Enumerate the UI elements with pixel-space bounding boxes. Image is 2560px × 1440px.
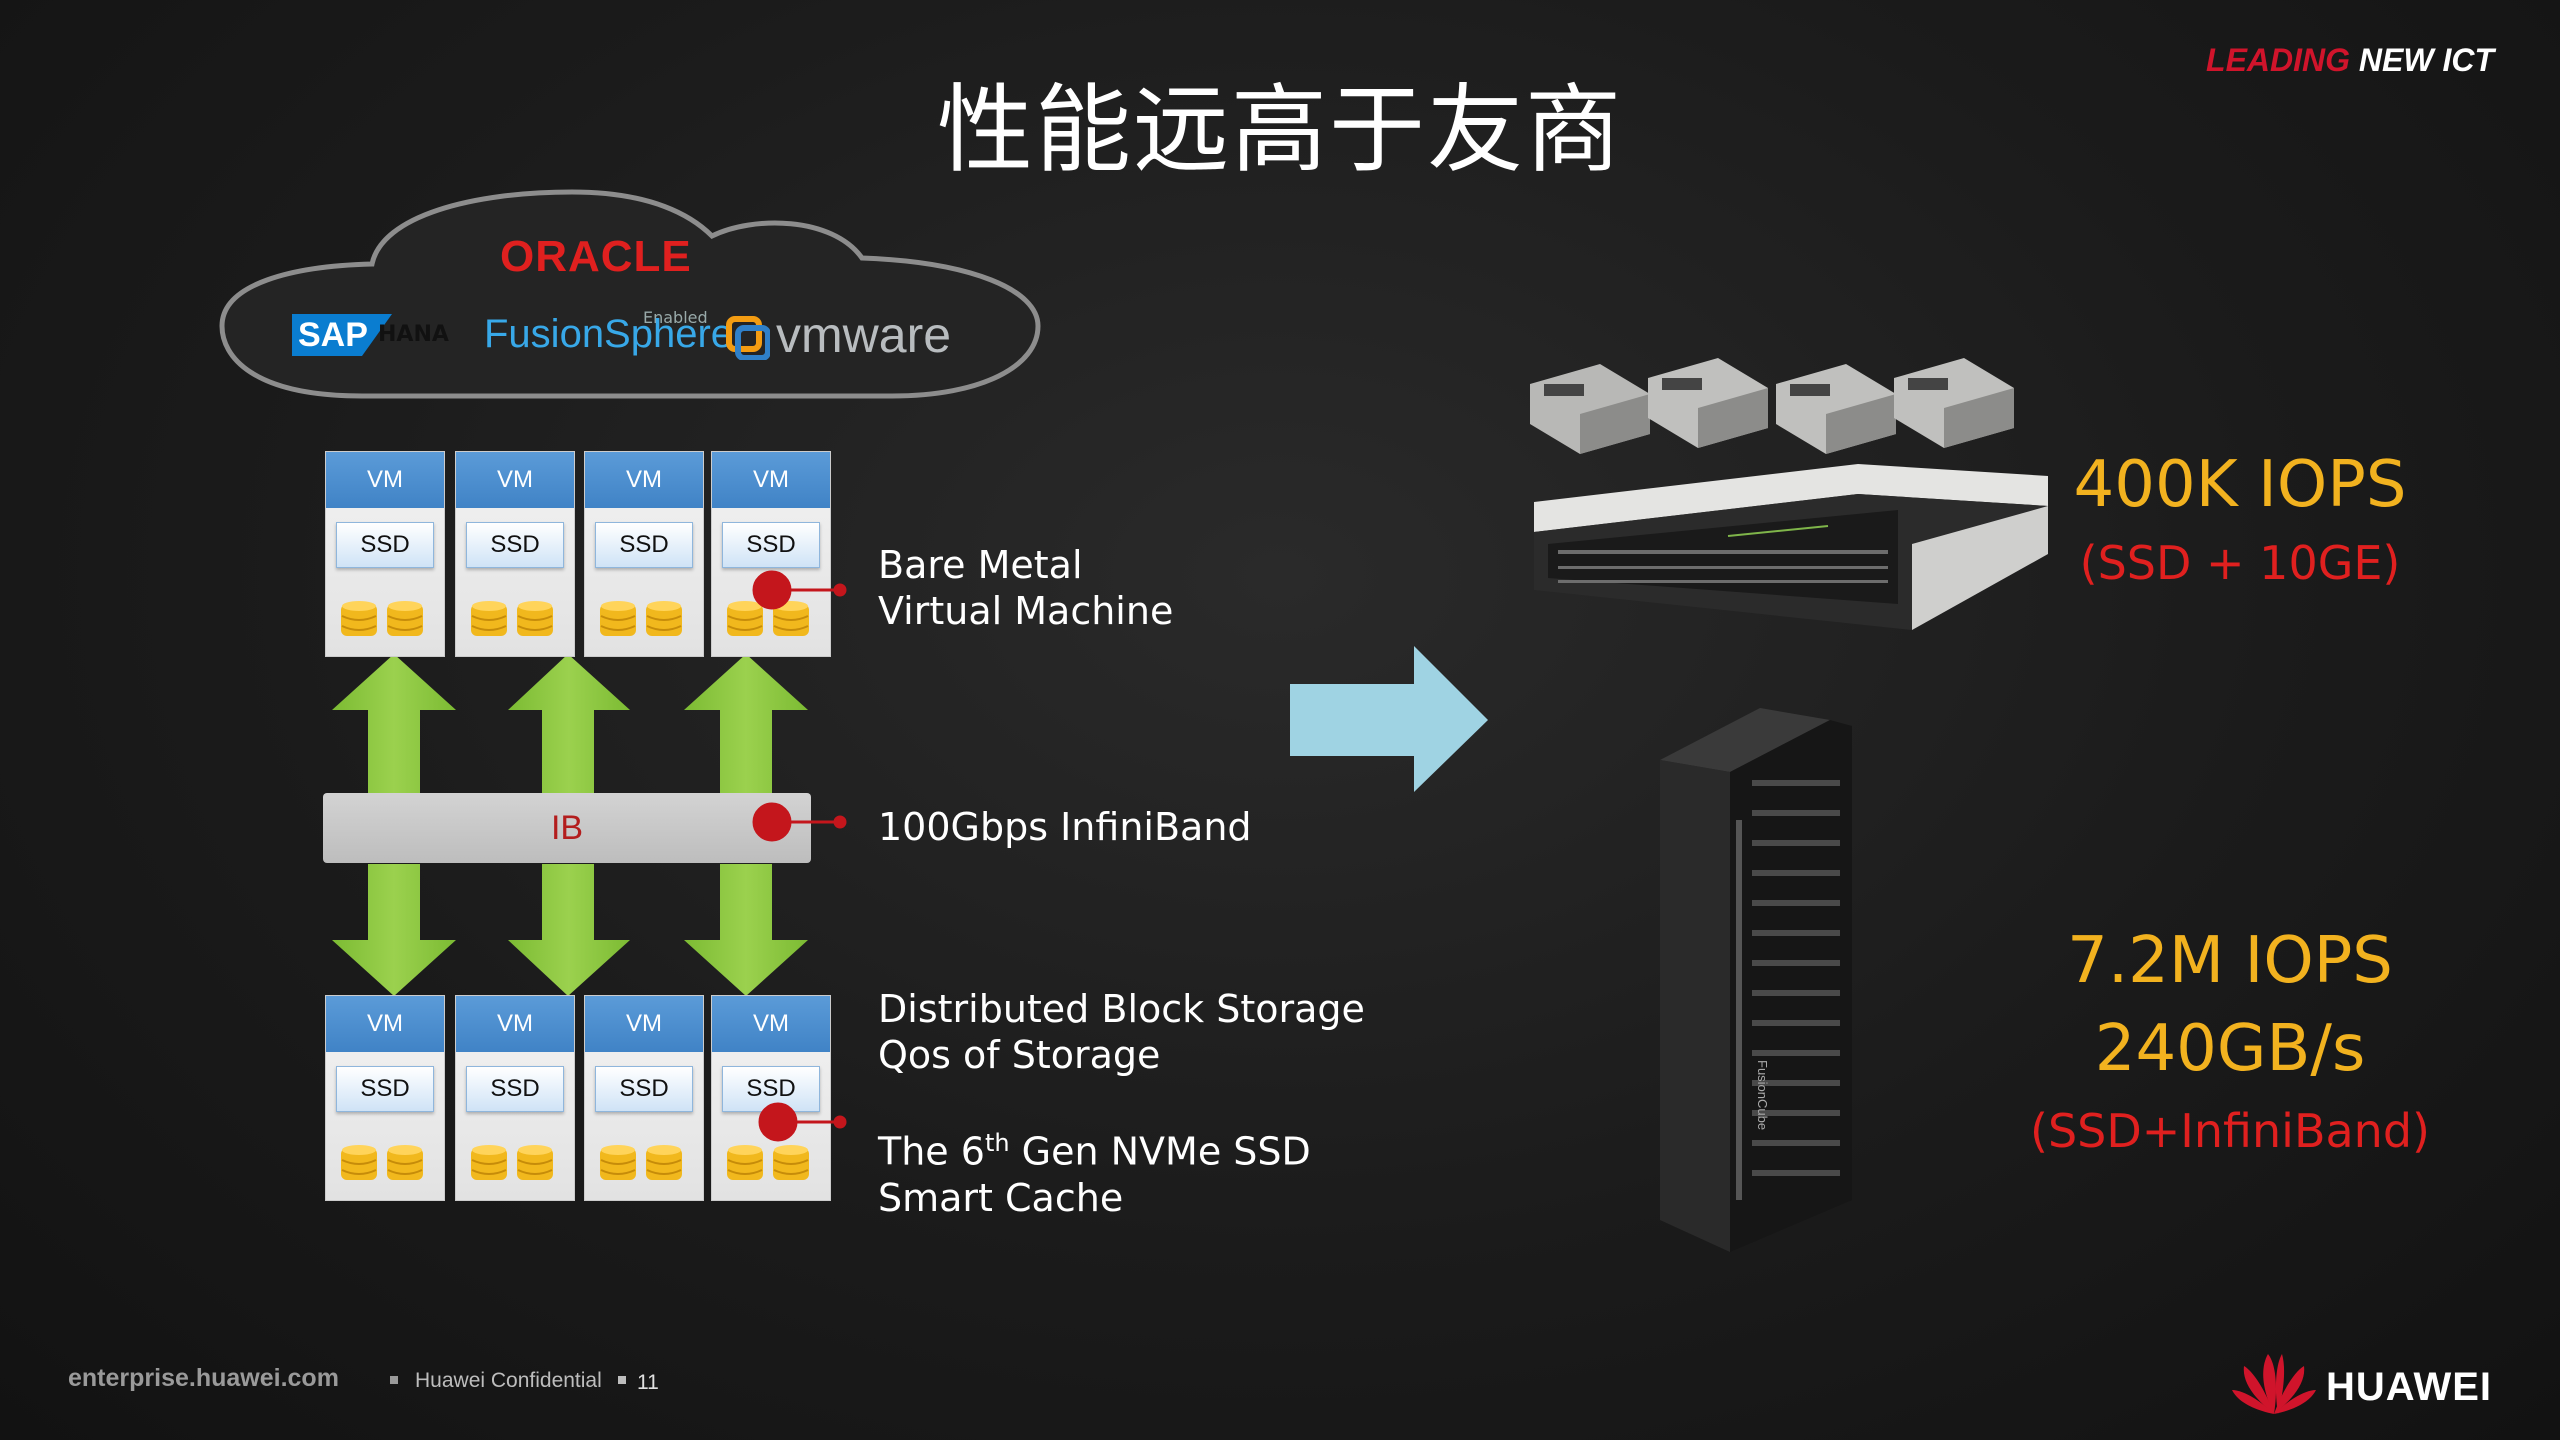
tagline-leading: LEADING <box>2206 42 2351 78</box>
vm-label: VM <box>712 996 830 1052</box>
disk-icons <box>470 1144 562 1188</box>
infiniband-label: 100Gbps InfiniBand <box>878 805 1252 849</box>
disk-icons <box>599 600 691 644</box>
smart-cache-label: Smart Cache <box>878 1175 1124 1220</box>
qos-label: Qos of Storage <box>878 1033 1161 1077</box>
bottom-node-2: VM SSD <box>456 996 574 1200</box>
disk-icon <box>341 601 377 636</box>
disk-icon <box>517 1145 553 1180</box>
nvme-label: The 6th Gen NVMe SSD <box>878 1120 1311 1175</box>
vm-label: VM <box>326 452 444 508</box>
sap-logo: SAP <box>292 314 392 356</box>
rack-config: (SSD+InfiniBand) <box>2030 1104 2430 1158</box>
enabled-label: Enabled <box>643 308 708 327</box>
virtual-machine-label: Virtual Machine <box>878 589 1174 633</box>
ssd-label: SSD <box>466 1066 564 1112</box>
ssd-label: SSD <box>336 522 434 568</box>
page-number: 11 <box>637 1371 659 1394</box>
disk-icon <box>773 1145 809 1180</box>
disk-icons <box>470 600 562 644</box>
server-iops: 400K IOPS <box>2073 448 2407 522</box>
vm-label: VM <box>456 996 574 1052</box>
rack-label: FusionCube <box>1755 1060 1770 1130</box>
fusioncube-rack-image: FusionCube <box>1660 708 1852 1252</box>
disk-icons <box>599 1144 691 1188</box>
oracle-logo: ORACLE <box>500 232 692 281</box>
page-title: 性能远高于友商 <box>937 74 1623 186</box>
top-node-3: VM SSD <box>585 452 703 656</box>
huawei-flower-icon <box>2232 1354 2316 1414</box>
green-arrows <box>332 654 808 996</box>
storage-labels: Distributed Block Storage Qos of Storage <box>878 986 1365 1078</box>
cloud-shape <box>219 189 1041 399</box>
nvme-suffix: Gen NVMe SSD <box>1009 1129 1311 1174</box>
bare-metal-labels: Bare Metal Virtual Machine <box>878 542 1173 634</box>
disk-icon <box>517 601 553 636</box>
bare-metal-label: Bare Metal <box>878 543 1083 587</box>
bottom-node-4: VM SSD <box>712 996 830 1200</box>
ssd-label: SSD <box>722 522 820 568</box>
top-node-1: VM SSD <box>326 452 444 656</box>
nvme-sup: th <box>984 1129 1010 1157</box>
disk-icon <box>646 1145 682 1180</box>
disk-icons <box>726 1144 818 1188</box>
fusionsphere-logo: FusionSphere <box>484 312 734 356</box>
storage-server-image <box>1534 464 2048 630</box>
disk-icon <box>341 1145 377 1180</box>
footer-site: enterprise.huawei.com <box>68 1364 339 1392</box>
vmware-icon <box>726 316 770 360</box>
disk-icons <box>726 600 818 644</box>
disk-icon <box>727 601 763 636</box>
vm-label: VM <box>326 996 444 1052</box>
ssd-label: SSD <box>336 1066 434 1112</box>
tagline: LEADING NEW ICT <box>2206 42 2494 79</box>
disk-icon <box>387 601 423 636</box>
bottom-node-1: VM SSD <box>326 996 444 1200</box>
infiniband-bar: IB <box>323 793 811 863</box>
disk-icon <box>387 1145 423 1180</box>
top-node-2: VM SSD <box>456 452 574 656</box>
vm-label: VM <box>712 452 830 508</box>
nvme-prefix: The 6 <box>878 1129 985 1174</box>
rack-bandwidth: 240GB/s <box>2094 1012 2366 1086</box>
footer-separator <box>618 1376 626 1384</box>
ssd-label: SSD <box>595 1066 693 1112</box>
right-arrow <box>1290 646 1488 792</box>
ssd-label: SSD <box>466 522 564 568</box>
disk-icon <box>471 601 507 636</box>
distributed-storage-label: Distributed Block Storage <box>878 987 1365 1031</box>
nvme-labels: The 6th Gen NVMe SSD Smart Cache <box>878 1120 1311 1221</box>
disk-icon <box>727 1145 763 1180</box>
ssd-label: SSD <box>595 522 693 568</box>
tagline-new-ict: NEW ICT <box>2358 42 2494 78</box>
server-config: (SSD + 10GE) <box>2079 536 2401 590</box>
disk-icon <box>646 601 682 636</box>
server-cards-image <box>1530 358 2014 454</box>
disk-icon <box>600 1145 636 1180</box>
disk-icon <box>471 1145 507 1180</box>
bottom-node-3: VM SSD <box>585 996 703 1200</box>
rack-iops: 7.2M IOPS <box>2067 924 2393 998</box>
hana-label: HANA <box>378 322 449 347</box>
vm-label: VM <box>585 452 703 508</box>
disk-icon <box>600 601 636 636</box>
top-node-4: VM SSD <box>712 452 830 656</box>
footer-confidential: Huawei Confidential <box>415 1369 602 1392</box>
huawei-brand: HUAWEI <box>2326 1365 2492 1409</box>
vm-label: VM <box>585 996 703 1052</box>
disk-icons <box>340 1144 432 1188</box>
callout-markers <box>752 570 847 1142</box>
vm-label: VM <box>456 452 574 508</box>
disk-icons <box>340 600 432 644</box>
footer-separator <box>390 1376 398 1384</box>
vmware-logo: vmware <box>776 307 952 363</box>
